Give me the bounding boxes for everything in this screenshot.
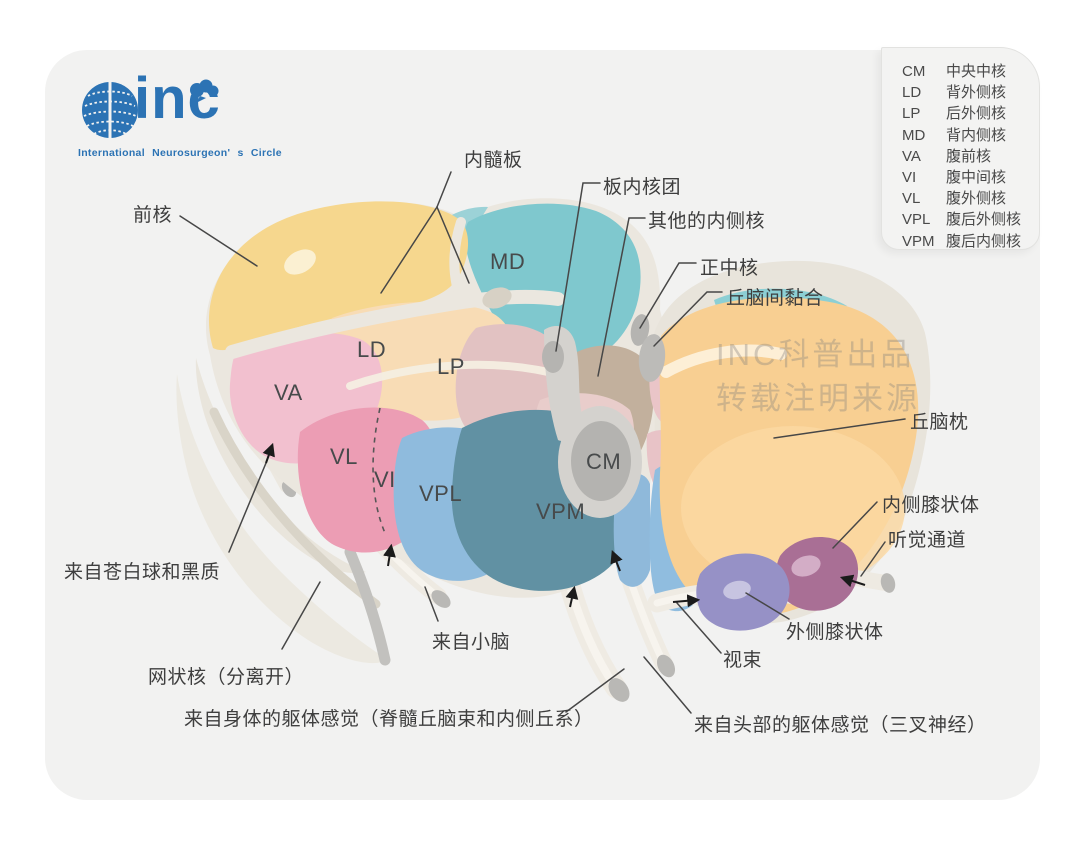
legend-abbr: VL — [902, 190, 921, 208]
watermark: INC科普出品 转载注明来源 — [716, 333, 920, 421]
label-from-pallidum: 来自苍白球和黑质 — [64, 562, 221, 583]
region-label-va: VA — [274, 380, 303, 405]
legend-row: VPM 腹后内侧核 — [902, 231, 1039, 252]
legend-row: MD 背内侧核 — [902, 125, 1039, 146]
region-label-ld: LD — [357, 337, 387, 362]
legend-name: 腹中间核 — [946, 169, 1007, 187]
legend-name: 腹后内侧核 — [946, 232, 1022, 250]
interthalamic-adhesion-blob — [638, 334, 666, 382]
legend-row: VA 腹前核 — [902, 146, 1039, 167]
legend-name: 中央中核 — [946, 63, 1007, 80]
intralaminar-blob — [542, 341, 564, 373]
region-cm — [571, 421, 631, 501]
watermark-line2: 转载注明来源 — [716, 381, 920, 416]
label-pulvinar: 丘脑枕 — [910, 412, 969, 433]
label-somatic-from-head: 来自头部的躯体感觉（三叉神经） — [694, 715, 987, 736]
leader-lines — [179, 171, 906, 714]
label-optic-tract: 视束 — [723, 650, 763, 671]
watermark-line1: INC科普出品 — [716, 337, 915, 372]
logo-wordmark: inc — [134, 66, 221, 131]
label-anterior-nucleus: 前核 — [133, 205, 173, 226]
legend-row: VL 腹外侧核 — [902, 188, 1039, 209]
legend-abbr: CM — [902, 63, 926, 80]
region-label-vi: VI — [374, 467, 396, 492]
region-anterior — [208, 201, 469, 351]
legend: CM 中央中核 LD 背外侧核 LP 后外侧核 MD 背内侧核 VA 腹前核 VI 腹中间核… — [881, 47, 1040, 250]
legend-name: 后外侧核 — [946, 105, 1007, 123]
input-arrows — [262, 442, 866, 608]
brain-icon — [82, 79, 219, 138]
region-label-lp: LP — [437, 354, 465, 379]
legend-abbr: VPM — [902, 232, 935, 250]
label-from-cerebellum: 来自小脑 — [432, 632, 511, 653]
region-label-vpm: VPM — [536, 499, 586, 524]
label-other-medial-nuclei: 其他的内侧核 — [648, 211, 766, 232]
legend-name: 背外侧核 — [946, 84, 1007, 102]
legend-name: 背内侧核 — [946, 126, 1007, 144]
legend-abbr: LP — [902, 105, 921, 123]
geniculate-group — [647, 537, 896, 631]
legend-name: 腹前核 — [946, 147, 992, 165]
legend-abbr: MD — [902, 126, 926, 144]
legend-row: LP 后外侧核 — [902, 103, 1039, 124]
legend-row: LD 背外侧核 — [902, 82, 1039, 103]
legend-row: VI 腹中间核 — [902, 167, 1039, 188]
label-auditory-pathway: 听觉通道 — [888, 530, 967, 551]
label-midline-nuclei: 正中核 — [700, 258, 759, 279]
region-label-vl: VL — [330, 444, 358, 469]
region-label-cm: CM — [586, 449, 622, 474]
legend-abbr: VA — [902, 147, 921, 165]
label-intralaminar-nuclei: 板内核团 — [603, 177, 682, 198]
midline-nucleus-blob — [630, 314, 650, 346]
label-lateral-geniculate: 外侧膝状体 — [786, 622, 884, 643]
reticular-nucleus-sheets — [176, 358, 391, 666]
left-thalamus-nuclei — [208, 201, 654, 591]
label-reticular-nucleus: 网状核（分离开） — [148, 667, 305, 688]
label-medial-geniculate: 内侧膝状体 — [882, 495, 980, 516]
region-label-md: MD — [490, 249, 526, 274]
legend-name: 腹外侧核 — [946, 190, 1007, 208]
legend-abbr: VI — [902, 169, 917, 187]
legend-row: CM 中央中核 — [902, 61, 1039, 82]
legend-abbr: LD — [902, 84, 922, 102]
label-internal-medullary-lamina: 内髓板 — [464, 150, 523, 171]
medial-geniculate-body — [775, 537, 859, 611]
logo-dot-brain — [190, 79, 219, 103]
label-interthalamic-adhesion: 丘脑间黏合 — [726, 288, 824, 309]
legend-row: VPL 腹后外侧核 — [902, 209, 1039, 230]
legend-name: 腹后外侧核 — [946, 211, 1022, 229]
vl-vi-dashed-divider — [372, 407, 386, 534]
legend-abbr: VPL — [902, 211, 931, 229]
region-label-vpl: VPL — [419, 481, 463, 506]
label-somatic-from-body: 来自身体的躯体感觉（脊髓丘脑束和内侧丘系） — [184, 709, 594, 730]
logo-tagline: International Neurosurgeon' s Circle — [78, 147, 282, 159]
